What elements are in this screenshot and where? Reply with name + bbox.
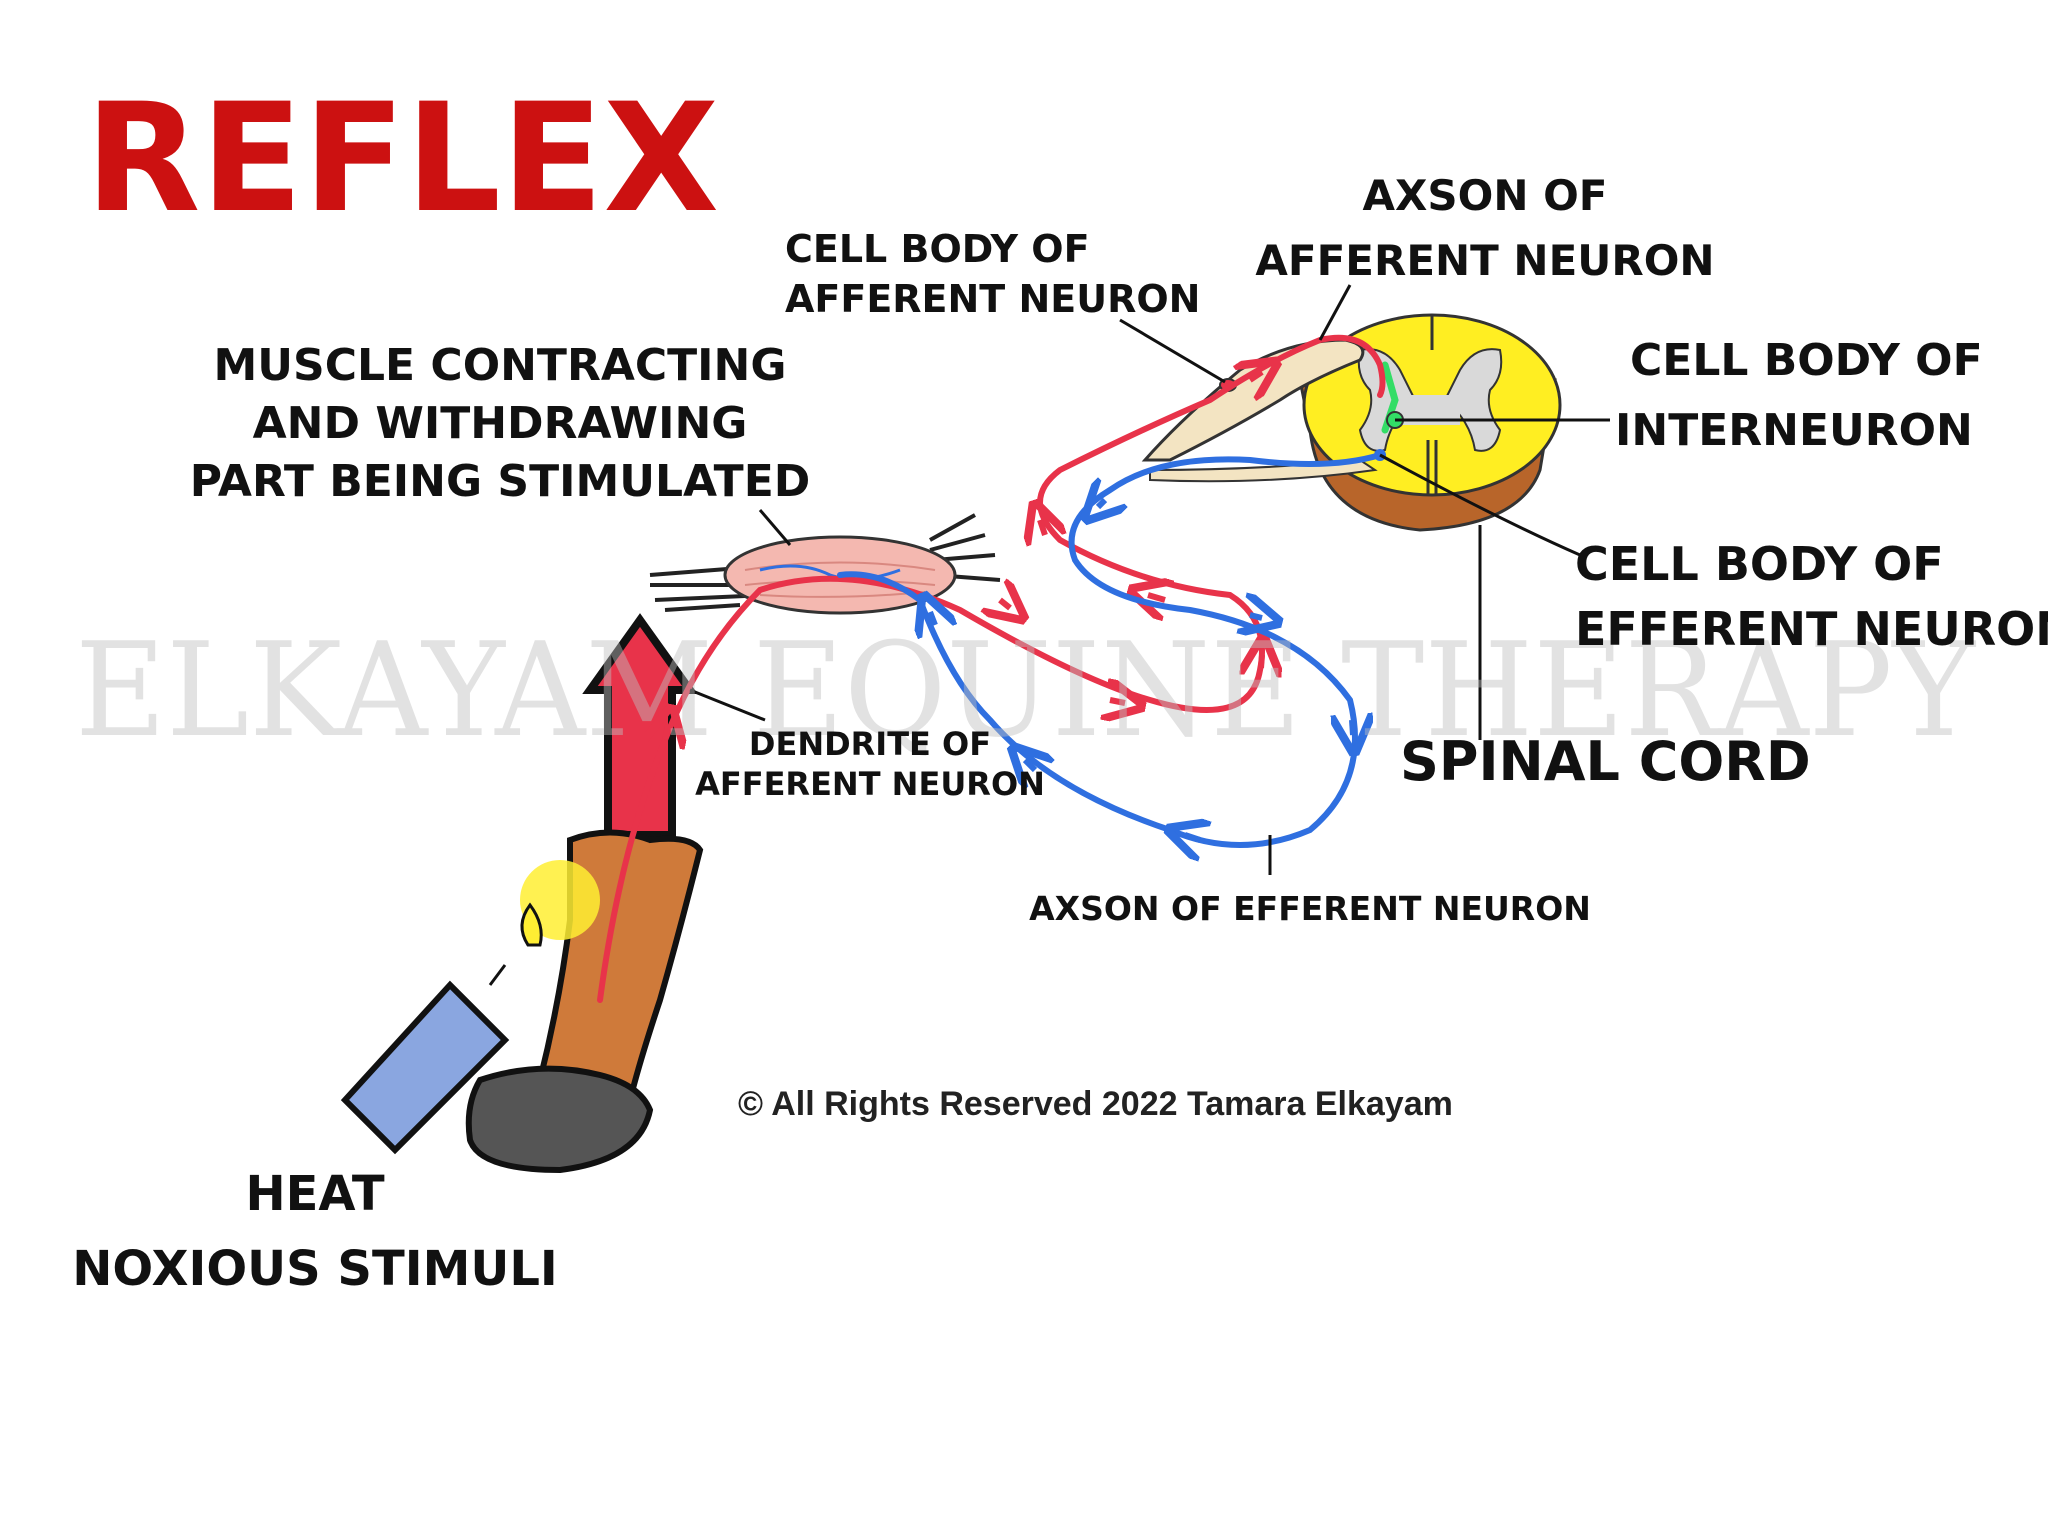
label-efferent-cell-body-line2: EFFERENT NEURON (1575, 602, 2048, 656)
label-heat-line1: HEAT (245, 1166, 384, 1222)
label-heat: HEAT NOXIOUS STIMULI (72, 1166, 558, 1297)
label-cell-body-afferent-line1: CELL BODY OF (785, 227, 1090, 271)
lighter-body (340, 980, 510, 1155)
label-dendrite: DENDRITE OF AFFERENT NEURON (695, 725, 1045, 803)
muscle (649, 513, 1001, 615)
lighter (340, 860, 600, 1155)
page-title: REFLEX (85, 72, 719, 246)
label-heat-line2: NOXIOUS STIMULI (72, 1241, 558, 1297)
label-interneuron: CELL BODY OF INTERNEURON (1615, 335, 1983, 456)
hoof (465, 1065, 654, 1174)
label-dendrite-line2: AFFERENT NEURON (695, 765, 1045, 803)
label-muscle: MUSCLE CONTRACTING AND WITHDRAWING PART … (190, 340, 811, 507)
label-interneuron-line1: CELL BODY OF (1630, 335, 1983, 386)
flame (520, 902, 543, 947)
label-cell-body-afferent-line2: AFFERENT NEURON (785, 277, 1200, 321)
gray-matter-left-horn (1357, 348, 1417, 452)
copyright-notice: © All Rights Reserved 2022 Tamara Elkaya… (738, 1085, 1453, 1123)
label-cell-body-afferent: CELL BODY OF AFFERENT NEURON (785, 227, 1200, 321)
label-axon-afferent-line1: AXSON OF (1362, 171, 1607, 220)
label-efferent-cell-body: CELL BODY OF EFFERENT NEURON (1575, 537, 2048, 656)
stimulus-direction-arrow (582, 613, 698, 839)
label-axon-efferent: AXSON OF EFFERENT NEURON (1029, 889, 1591, 928)
label-muscle-line2: AND WITHDRAWING (253, 398, 748, 449)
label-dendrite-line1: DENDRITE OF (749, 725, 991, 763)
label-axon-afferent-line2: AFFERENT NEURON (1255, 236, 1714, 285)
efferent-pathway (837, 452, 1383, 848)
label-spinal-cord: SPINAL CORD (1400, 730, 1811, 793)
watermark: ELKAYAM EQUINE THERAPY (75, 614, 1976, 766)
leader-lines (689, 284, 1610, 875)
label-axon-afferent: AXSON OF AFFERENT NEURON (1255, 171, 1714, 285)
label-muscle-line1: MUSCLE CONTRACTING (214, 340, 787, 391)
label-efferent-cell-body-line1: CELL BODY OF (1575, 537, 1944, 591)
label-interneuron-line2: INTERNEURON (1615, 405, 1973, 456)
gray-matter-right-horn (1443, 348, 1503, 452)
label-muscle-line3: PART BEING STIMULATED (190, 456, 811, 507)
